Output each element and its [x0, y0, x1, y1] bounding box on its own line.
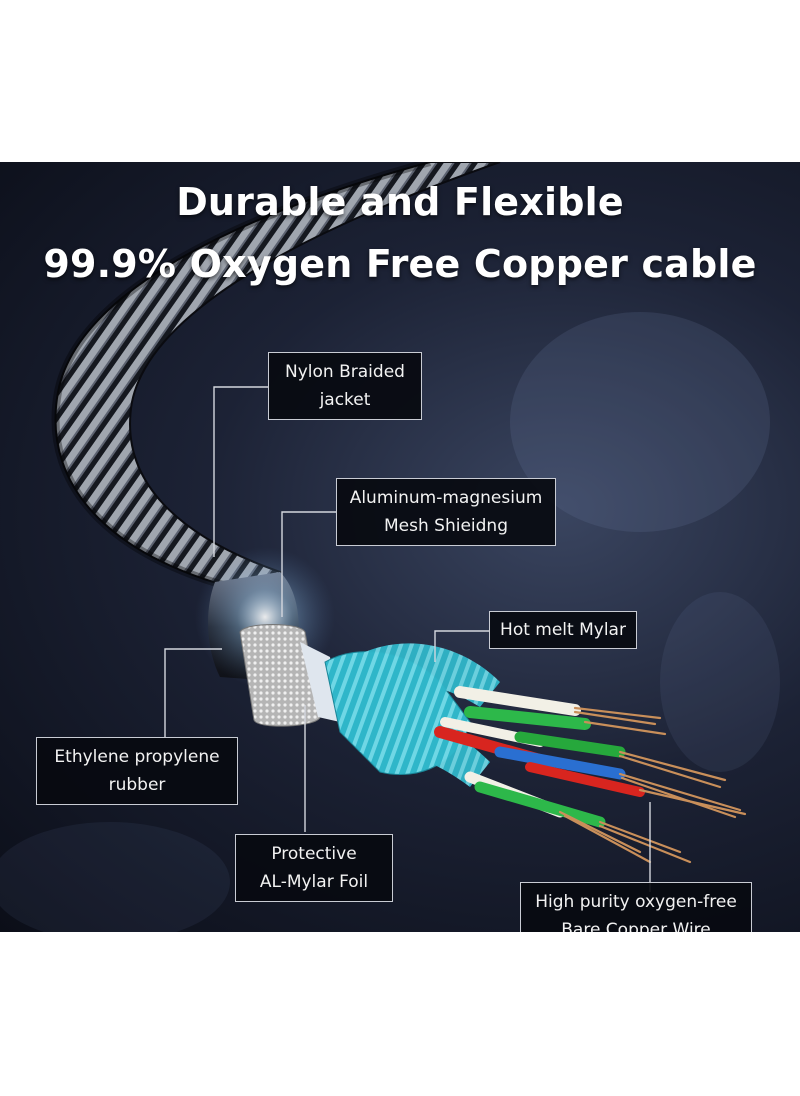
label-ethylene-propylene-rubber: Ethylene propylene rubber — [36, 737, 238, 805]
label-nylon-braided-jacket: Nylon Braided jacket — [268, 352, 422, 420]
label-bare-copper-wire: High purity oxygen-free Bare Copper Wire — [520, 882, 752, 932]
label-protective-al-mylar-foil: Protective AL-Mylar Foil — [235, 834, 393, 902]
label-text: rubber — [108, 775, 166, 795]
label-text: Ethylene propylene — [54, 747, 220, 767]
braided-jacket — [54, 162, 501, 594]
label-text: Hot melt Mylar — [500, 620, 626, 640]
label-text: Protective — [271, 844, 357, 864]
bg-bokeh — [510, 312, 770, 532]
title-line-1: Durable and Flexible — [176, 180, 624, 224]
cable-illustration — [0, 162, 780, 932]
label-aluminum-mesh-shielding: Aluminum-magnesium Mesh Shieidng — [336, 478, 556, 546]
label-text: AL-Mylar Foil — [259, 872, 369, 892]
label-text: High purity oxygen-free — [535, 892, 737, 912]
label-text: jacket — [319, 390, 371, 410]
title-line-2: 99.9% Oxygen Free Copper cable — [43, 242, 757, 286]
label-text: Nylon Braided — [285, 362, 405, 382]
label-hot-melt-mylar: Hot melt Mylar — [489, 611, 637, 649]
label-text: Mesh Shieidng — [384, 516, 508, 536]
label-text: Bare Copper Wire — [561, 920, 711, 932]
callout-leader-lines — [164, 386, 651, 892]
label-text: Aluminum-magnesium — [349, 488, 543, 508]
product-image-panel: Durable and Flexible 99.9% Oxygen Free C… — [0, 162, 800, 932]
copper-conductors — [558, 706, 747, 864]
wires — [434, 686, 645, 828]
